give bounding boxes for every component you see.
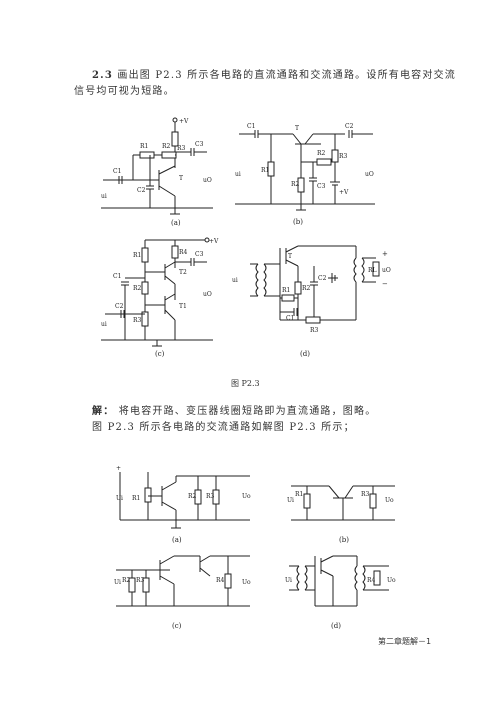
- solution-line-2: 图 P2.3 所示各电路的交流通路如解图 P2.3 所示；: [92, 420, 355, 435]
- r3-label-b: R3: [339, 153, 348, 160]
- problem-text-1: 画出图 P2.3 所示各电路的直流通路和交流通路。设所有电容对交流: [117, 70, 456, 81]
- problem-line-1: 2.3 画出图 P2.3 所示各电路的直流通路和交流通路。设所有电容对交流: [92, 68, 456, 83]
- r1-label-ac-b: R1: [295, 491, 303, 498]
- r3-label-c: R3: [133, 317, 142, 324]
- uo-label-b: uO: [365, 171, 374, 178]
- problem-text-2: 信号均可视为短路。: [74, 86, 175, 97]
- circuit-figure-a: +V R3 R1 R2 C3 C1 C2 T ui uO (a): [101, 117, 213, 227]
- rl-label-d: RL: [368, 267, 377, 274]
- subfigure-c-label: (c): [155, 350, 165, 358]
- r2-label-ac-a: R2: [188, 493, 197, 500]
- r2-label-b: R2: [317, 150, 326, 157]
- c2-label-c: C2: [115, 303, 124, 310]
- ui-label-b: ui: [235, 171, 241, 178]
- r4-label-c: R4: [179, 249, 188, 256]
- c1-label-c: C1: [113, 273, 121, 280]
- c1-label-d: C1: [286, 315, 294, 322]
- r3-label-ac-c: R3: [136, 577, 145, 584]
- problem-line-2: 信号均可视为短路。: [74, 84, 175, 99]
- uo-label: uO: [203, 177, 212, 184]
- vcc-label-b: +V: [339, 189, 349, 196]
- uo-label-c: uO: [203, 291, 212, 298]
- solution-text-1: 将电容开路、变压器线圈短路即为直流通路，图略。: [118, 406, 377, 417]
- r3-label-ac-b: R3: [361, 491, 370, 498]
- ui-label: ui: [101, 193, 107, 200]
- solution-text-2: 图 P2.3 所示各电路的交流通路如解图 P2.3 所示；: [92, 422, 355, 433]
- ac-subfigure-a-label: (a): [172, 536, 182, 544]
- c3-label: C3: [195, 141, 204, 148]
- vcc-label-c: +V: [209, 238, 219, 245]
- ac-subfigure-d-label: (d): [331, 622, 341, 630]
- r2-label-ac-c: R2: [122, 577, 131, 584]
- c3-label-b: C3: [317, 183, 326, 190]
- ui-label-ac-d: Ui: [285, 577, 292, 584]
- circuit-figure-b: C1 T C2 R3 R2 R1 R2 C3 +V ui uO (b): [235, 123, 375, 226]
- subfigure-a-label: (a): [171, 219, 181, 227]
- c2-label-d: C2: [318, 275, 327, 282]
- uo-label-ac-c: Uo: [242, 579, 251, 586]
- problem-number: 2.3: [92, 70, 113, 81]
- r3-label-ac-a: R3: [206, 493, 215, 500]
- r2-label-d: R2: [302, 285, 311, 292]
- r1-label-b: R1: [261, 167, 269, 174]
- ac-circuit-b: Ui R1 R3 Uo (b): [287, 485, 395, 544]
- c1-label: C1: [113, 168, 121, 175]
- r2-label-c: R2: [133, 285, 142, 292]
- figure-caption-top: 图 P2.3: [231, 379, 260, 388]
- r1-label-d: R1: [282, 287, 290, 294]
- r2-label: R2: [162, 143, 171, 150]
- c3-label-c: C3: [195, 251, 204, 258]
- solution-label: 解：: [92, 406, 115, 417]
- subfigure-d-label: (d): [300, 350, 310, 358]
- c2-label: C2: [137, 187, 146, 194]
- uo-label-ac-d: Uo: [387, 577, 396, 584]
- ui-label-d: ui: [232, 277, 238, 284]
- circuit-figure-d: T ui C2 R2 R1 C1 R3 RL uO + − (d): [232, 245, 391, 358]
- c1-label-b: C1: [247, 123, 255, 130]
- r1-label: R1: [140, 143, 148, 150]
- t1-label-c: T1: [179, 303, 187, 310]
- vcc-label: +V: [179, 118, 189, 125]
- uo-label-ac-b: Uo: [385, 497, 394, 504]
- uo-label-ac-a: Uo: [242, 493, 251, 500]
- r1-label-ac-a: R1: [132, 495, 140, 502]
- r1-label-c: R1: [133, 252, 141, 259]
- ac-circuit-a: + Ui R1 R2 R3 Uo (a): [116, 465, 251, 544]
- ac-circuit-c: Ui R2 R3 R4 Uo (c): [114, 555, 251, 630]
- ui-label-ac-c: Ui: [114, 579, 121, 586]
- c2-label-b: C2: [345, 123, 354, 130]
- ui-label-ac-a: Ui: [116, 495, 123, 502]
- solution-line-1: 解： 将电容开路、变压器线圈短路即为直流通路，图略。: [92, 404, 376, 419]
- page-footer: 第二章题解－1: [378, 637, 432, 646]
- ac-subfigure-c-label: (c): [172, 622, 182, 630]
- minus-label-d: −: [382, 280, 388, 288]
- r2b-label-b: R2: [291, 181, 300, 188]
- plus-label-d: +: [382, 250, 388, 258]
- uo-label-d: uO: [382, 267, 391, 274]
- subfigure-b-label: (b): [293, 218, 303, 226]
- circuit-figure-c: +V R1 R4 C3 T2 T1 C1 R2 R3 C2 ui uO (c): [101, 237, 219, 358]
- ui-label-c: ui: [101, 321, 107, 328]
- r4-label-ac-d: R4: [367, 577, 376, 584]
- t-label-b: T: [295, 125, 299, 132]
- r3-label: R3: [177, 145, 186, 152]
- t2-label-c: T2: [179, 269, 187, 276]
- t-label: T: [179, 175, 183, 182]
- ac-subfigure-b-label: (b): [339, 536, 349, 544]
- ac-circuit-d: Ui R4 Uo (d): [285, 555, 396, 630]
- t-label-d: T: [288, 253, 292, 260]
- r3-label-d: R3: [310, 327, 319, 334]
- plus-a: +: [116, 465, 121, 472]
- r4-label-ac-c: R4: [216, 577, 225, 584]
- ui-label-ac-b: Ui: [287, 497, 294, 504]
